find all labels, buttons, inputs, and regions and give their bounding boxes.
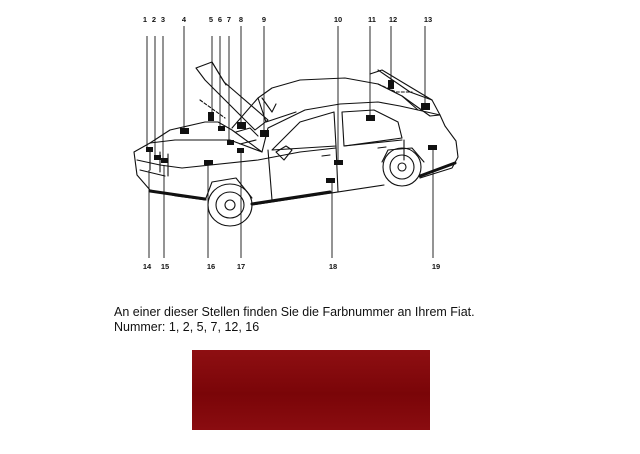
callout-label: 14	[143, 262, 152, 271]
callout-label: 8	[239, 15, 243, 24]
caption-line-2: Nummer: 1, 2, 5, 7, 12, 16	[114, 320, 260, 334]
caption-line-1: An einer dieser Stellen finden Sie die F…	[114, 305, 475, 319]
top-labels: 1 2 3 4 5 6 7 8 9 10 11 12 13	[143, 15, 432, 24]
callout-label: 9	[262, 15, 266, 24]
callout-label: 13	[424, 15, 432, 24]
location-markers	[146, 80, 437, 183]
callout-label: 11	[368, 15, 376, 24]
callout-label: 7	[227, 15, 231, 24]
callout-label: 1	[143, 15, 147, 24]
callout-label: 18	[329, 262, 337, 271]
callout-label: 19	[432, 262, 440, 271]
callout-label: 4	[182, 15, 187, 24]
callout-label: 5	[209, 15, 213, 24]
leader-lines	[146, 26, 434, 258]
callout-label: 16	[207, 262, 215, 271]
bottom-labels: 14 15 16 17 18 19	[143, 262, 440, 271]
car-illustration	[133, 61, 459, 227]
callout-label: 17	[237, 262, 245, 271]
color-swatch	[192, 350, 430, 430]
callout-label: 3	[161, 15, 165, 24]
callout-label: 12	[389, 15, 397, 24]
callout-label: 6	[218, 15, 222, 24]
callout-label: 15	[161, 262, 169, 271]
car-location-diagram: 1 2 3 4 5 6 7 8 9 10 11 12 13 14 15 16 1…	[133, 15, 459, 271]
callout-label: 2	[152, 15, 156, 24]
callout-label: 10	[334, 15, 342, 24]
